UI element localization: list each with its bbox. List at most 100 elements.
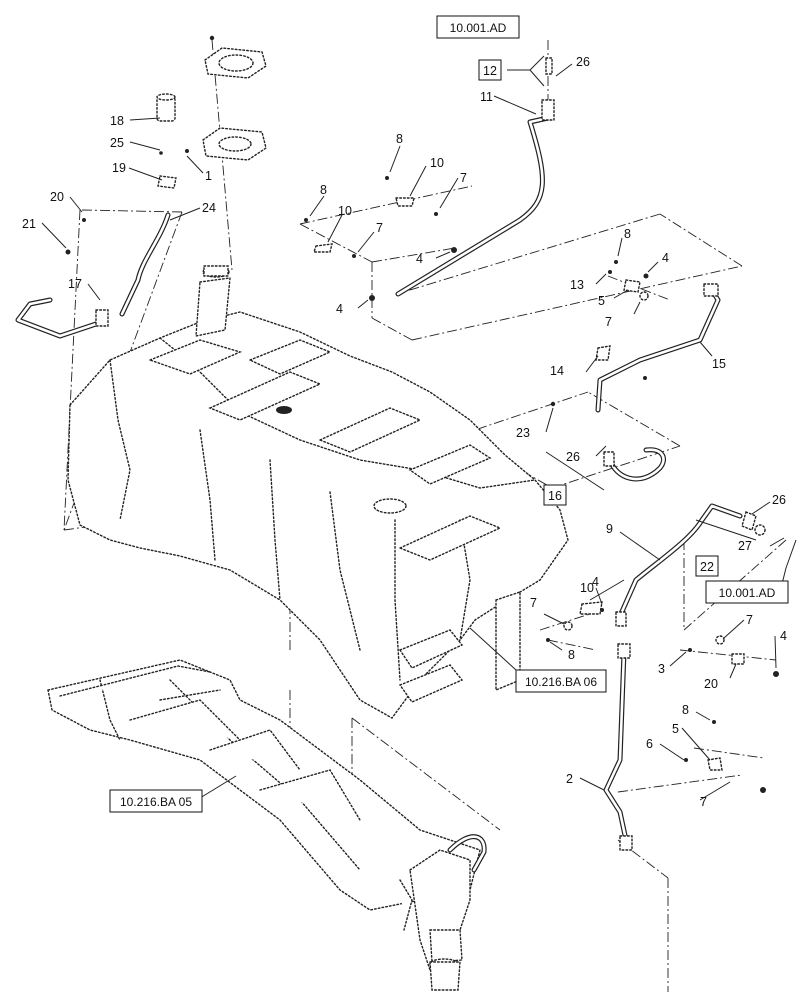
callout-21: 21 [22,217,36,231]
ref-box-right[interactable]: 10.001.AD [705,580,789,604]
bolt-21 [65,249,71,255]
vent-hose [15,212,171,339]
box-16 [543,484,567,506]
washer-7d [563,621,573,631]
filler-gasket-upper [204,47,267,79]
nut-4a [451,247,457,253]
ref-top-label: 10.001.AD [450,21,507,35]
callout-7c: 7 [605,315,612,329]
bolt-25 [159,151,163,155]
clamp-14 [595,345,611,361]
ref-box-tank[interactable]: 10.216.BA 06 [515,669,607,693]
callout-8d: 8 [568,648,575,662]
spacer-20 [731,653,745,665]
bolt-6 [684,758,688,762]
callout-4d: 4 [592,575,599,589]
callout-17: 17 [68,277,82,291]
callout-1: 1 [205,169,212,183]
fuel-tank [67,311,569,719]
callout-numbers: 18 25 19 1 20 21 2 4 17 8 10 7 8 10 7 4 4… [22,55,787,809]
callout-7b: 7 [376,221,383,235]
fuel-line-15 [595,283,721,413]
tank-sensor-port [276,406,292,414]
callout-7e: 7 [746,613,753,627]
callout-4a: 4 [416,252,423,266]
callout-4e: 4 [780,629,787,643]
callout-3: 3 [658,662,665,676]
ref-box-frame[interactable]: 10.216.BA 05 [109,789,203,813]
box-12 [478,59,502,81]
nut-7a [434,212,438,216]
callout-11: 11 [480,90,493,104]
callout-6: 6 [646,737,653,751]
bolt-13 [608,270,612,274]
callout-26b: 26 [566,450,580,464]
callout-8b: 8 [320,183,327,197]
washer-20 [82,218,86,222]
callout-15: 15 [712,357,726,371]
callout-4c: 4 [662,251,669,265]
clamp-10c [579,601,603,615]
callout-14: 14 [550,364,564,378]
fuel-line-11 [395,57,555,297]
bolt-8a [385,176,389,180]
filler-gasket-lower [202,127,267,161]
callout-7f: 7 [700,795,707,809]
bolt-3 [688,648,692,652]
nut-7b [352,254,356,258]
box-22 [695,555,719,577]
nut-7f [760,787,766,793]
callout-26c: 26 [772,493,786,507]
callout-4b: 4 [336,302,343,316]
clamp-5a [623,279,641,293]
clamp-10b [313,243,333,253]
ref-box-top[interactable]: 10.001.AD [436,15,520,39]
washer-7c [639,291,649,301]
callout-23: 23 [516,426,530,440]
callout-26a: 26 [576,55,590,69]
callout-12: 12 [483,64,497,78]
bolt-8b [304,218,308,222]
bolt-8c [614,260,618,264]
callout-5b: 5 [672,722,679,736]
screw-top [209,35,215,41]
nut-4e [773,671,779,677]
callout-8a: 8 [396,132,403,146]
return-hose-16 [603,447,666,482]
callout-9: 9 [606,522,613,536]
clamp-5b [707,757,723,771]
callout-2: 2 [566,772,573,786]
fuel-line-2 [603,643,633,851]
callout-7a: 7 [460,171,467,185]
callout-22: 22 [700,560,714,574]
fitting-23 [550,401,556,407]
fuel-line-9 [615,503,757,627]
callout-20a: 20 [50,190,64,204]
bolt-1 [185,149,189,153]
callout-10c: 10 [580,581,594,595]
ref-right-label: 10.001.AD [719,586,776,600]
callout-16: 16 [548,489,562,503]
nut-4c [643,273,649,279]
ref-tank-label: 10.216.BA 06 [525,675,597,689]
callout-leaders [41,55,797,801]
callout-18: 18 [110,114,124,128]
callout-10b: 10 [338,204,352,218]
filler-neck [195,265,231,337]
bolt-14 [643,376,647,380]
callout-8e: 8 [682,703,689,717]
callout-13: 13 [570,278,584,292]
fuel-filter-assembly [399,834,487,991]
fitting-27 [754,524,766,536]
callout-27: 27 [738,539,752,553]
bolt-8d [546,638,550,642]
callout-25: 25 [110,136,124,150]
callout-8c: 8 [624,227,631,241]
washer-7e [715,635,725,645]
callout-7d: 7 [530,596,537,610]
tank-frame [47,659,481,911]
callout-19: 19 [112,161,126,175]
clamp-10a [395,197,415,207]
